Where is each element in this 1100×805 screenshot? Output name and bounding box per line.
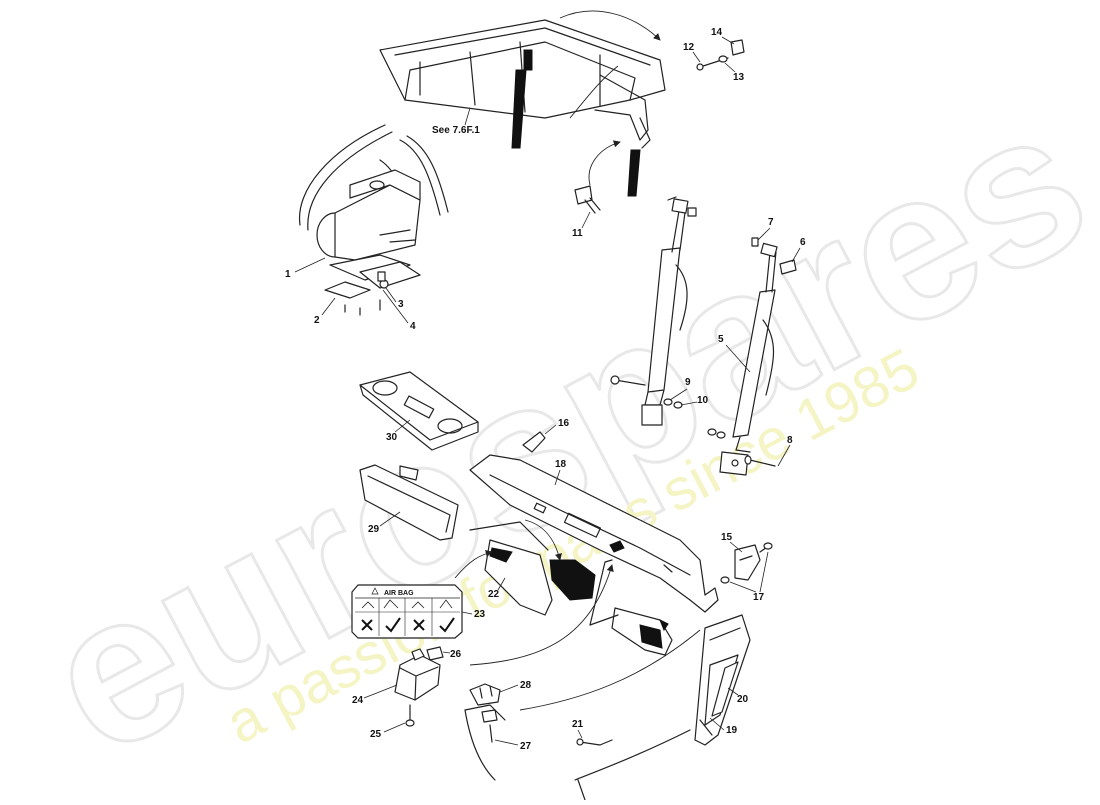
- sun-visor-22: 22: [454, 519, 596, 616]
- callout-24: 24: [352, 695, 364, 706]
- callout-25: 25: [370, 729, 382, 740]
- watermark-brand: eurospares: [11, 61, 1100, 800]
- callout-21: 21: [572, 719, 584, 730]
- callout-17: 17: [753, 592, 765, 603]
- callout-10: 10: [697, 395, 709, 406]
- callout-4: 4: [410, 321, 416, 332]
- clip-16: 16: [522, 418, 570, 453]
- reference-note-label: See 7.6F.1: [432, 125, 480, 136]
- rear-view-mirror-29: 29: [359, 464, 459, 541]
- callout-23: 23: [474, 609, 486, 620]
- callout-13: 13: [733, 72, 745, 83]
- callout-11: 11: [572, 228, 583, 239]
- callout-6: 6: [800, 237, 806, 248]
- hydraulic-pump-assembly: 1 2 3 4: [285, 124, 449, 332]
- callout-12: 12: [683, 42, 695, 53]
- header-trim-18: 18: [469, 454, 719, 613]
- callout-2: 2: [314, 315, 320, 326]
- callout-28: 28: [520, 680, 532, 691]
- bracket-15: 15 17: [720, 532, 773, 603]
- callout-18: 18: [555, 459, 567, 470]
- callout-26: 26: [450, 649, 462, 660]
- lower-pillar-27-28: 28 27: [464, 629, 701, 781]
- callout-9: 9: [685, 377, 691, 388]
- callout-30: 30: [386, 432, 398, 443]
- overhead-console-30: 30: [359, 371, 479, 451]
- airbag-label-title: AIR BAG: [384, 590, 414, 597]
- bolt-11: 11: [572, 185, 601, 239]
- soft-top-assembly: See 7.6F.1: [379, 10, 666, 197]
- callout-27: 27: [520, 741, 532, 752]
- callout-19: 19: [726, 725, 738, 736]
- grab-handle-24: 24 25 26: [352, 646, 462, 740]
- hydraulic-struts: 5 6 7 8 9 10: [610, 196, 806, 476]
- a-pillar-trim-19: 21 19 20: [572, 614, 751, 801]
- fasteners-12-14: 12 13 14: [683, 27, 745, 83]
- callout-7: 7: [768, 217, 774, 228]
- callout-20: 20: [737, 694, 749, 705]
- watermark: eurospares a passion for parts since 198…: [9, 59, 1100, 801]
- callout-22: 22: [488, 589, 500, 600]
- callout-8: 8: [787, 435, 793, 446]
- callout-16: 16: [558, 418, 570, 429]
- callout-14: 14: [711, 27, 723, 38]
- sun-visor-right: [469, 559, 673, 666]
- callout-29: 29: [368, 524, 380, 535]
- callout-15: 15: [721, 532, 733, 543]
- callout-1: 1: [285, 269, 291, 280]
- callout-5: 5: [718, 334, 724, 345]
- airbag-label-23: AIR BAG 23: [351, 584, 486, 639]
- callout-3: 3: [398, 299, 404, 310]
